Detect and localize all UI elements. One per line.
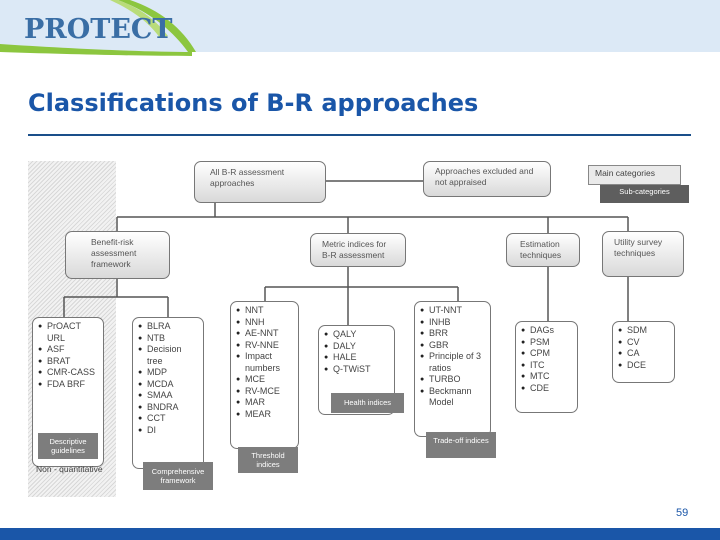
list-item: MCE (236, 374, 293, 386)
non-quantitative-label: Non - quantitative (36, 464, 103, 474)
excluded-box: Approaches excluded and not appraised (423, 161, 551, 197)
list-item: DI (138, 425, 198, 437)
header-band (0, 0, 720, 52)
list-item: MTC (521, 371, 572, 383)
connector-lines (63, 180, 629, 325)
list-item: CV (618, 337, 669, 349)
list-item: BRAT (38, 356, 98, 368)
list-item: Q-TWiST (324, 364, 389, 376)
list-item: INHB (420, 317, 485, 329)
root-label: All B-R assessment approaches (210, 167, 285, 188)
list-item: PSM (521, 337, 572, 349)
list-item: CPM (521, 348, 572, 360)
list-item: BNDRA (138, 402, 198, 414)
logo-text: PROTECT (24, 14, 173, 45)
list-item: NNH (236, 317, 293, 329)
list-item: ASF (38, 344, 98, 356)
comprehensive-list: BLRA NTB Decision tree MDP MCDA SMAA BND… (138, 321, 198, 436)
list-item: CA (618, 348, 669, 360)
category-utility-survey: Utility survey techniques (602, 231, 684, 277)
list-item: FDA BRF (38, 379, 98, 391)
category-label: Benefit-risk assessment framework (91, 237, 137, 269)
threshold-indices-tag: Threshold indices (238, 447, 298, 473)
list-item: AE-NNT (236, 328, 293, 340)
category-metric-indices: Metric indices for B-R assessment (310, 233, 406, 267)
category-benefit-risk-framework: Benefit-risk assessment framework (65, 231, 170, 279)
list-item: PrOACT URL (38, 321, 98, 344)
descriptive-guidelines-tag: Descriptive guidelines (38, 433, 98, 459)
list-item: DCE (618, 360, 669, 372)
list-item: CMR-CASS (38, 367, 98, 379)
list-item: SMAA (138, 390, 198, 402)
list-item: UT-NNT (420, 305, 485, 317)
list-item: CDE (521, 383, 572, 395)
list-item: Decision tree (138, 344, 198, 367)
list-item: HALE (324, 352, 389, 364)
category-label: Utility survey techniques (614, 237, 663, 258)
estimation-techniques-box: DAGs PSM CPM ITC MTC CDE (515, 321, 578, 413)
list-item: DALY (324, 341, 389, 353)
list-item: RV-MCE (236, 386, 293, 398)
comprehensive-framework-box: BLRA NTB Decision tree MDP MCDA SMAA BND… (132, 317, 204, 469)
health-indices-tag: Health indices (331, 393, 404, 413)
list-item: ITC (521, 360, 572, 372)
legend-sub-categories: Sub-categories (600, 185, 689, 203)
list-item: BLRA (138, 321, 198, 333)
estimation-list: DAGs PSM CPM ITC MTC CDE (521, 325, 572, 394)
category-estimation-techniques: Estimation techniques (506, 233, 580, 267)
threshold-indices-box: NNT NNH AE-NNT RV-NNE Impact numbers MCE… (230, 301, 299, 449)
root-box: All B-R assessment approaches (194, 161, 326, 203)
title-divider (28, 134, 691, 136)
list-item: NNT (236, 305, 293, 317)
excluded-label: Approaches excluded and not appraised (435, 166, 534, 187)
comprehensive-framework-tag: Comprehensive framework (143, 462, 213, 490)
list-item: QALY (324, 329, 389, 341)
classification-diagram: All B-R assessment approaches Approaches… (28, 157, 692, 499)
health-list: QALY DALY HALE Q-TWiST (324, 329, 389, 375)
logo-swoosh-icon (0, 0, 196, 56)
footer-bar (0, 528, 720, 540)
trade-off-indices-tag: Trade-off indices (426, 432, 496, 458)
list-item: MAR (236, 397, 293, 409)
tradeoff-list: UT-NNT INHB BRR GBR Principle of 3 ratio… (420, 305, 485, 409)
descriptive-list: PrOACT URL ASF BRAT CMR-CASS FDA BRF (38, 321, 98, 390)
list-item: TURBO (420, 374, 485, 386)
list-item: MDP (138, 367, 198, 379)
list-item: BRR (420, 328, 485, 340)
list-item: GBR (420, 340, 485, 352)
utility-list: SDM CV CA DCE (618, 325, 669, 371)
page-title: Classifications of B-R approaches (28, 89, 479, 117)
list-item: DAGs (521, 325, 572, 337)
list-item: MEAR (236, 409, 293, 421)
category-label: Estimation techniques (520, 239, 562, 260)
category-label: Metric indices for B-R assessment (322, 239, 387, 260)
list-item: Principle of 3 ratios (420, 351, 485, 374)
list-item: NTB (138, 333, 198, 345)
list-item: Impact numbers (236, 351, 293, 374)
list-item: CCT (138, 413, 198, 425)
list-item: MCDA (138, 379, 198, 391)
legend-main-categories: Main categories (588, 165, 681, 185)
list-item: RV-NNE (236, 340, 293, 352)
threshold-list: NNT NNH AE-NNT RV-NNE Impact numbers MCE… (236, 305, 293, 420)
trade-off-indices-box: UT-NNT INHB BRR GBR Principle of 3 ratio… (414, 301, 491, 437)
list-item: Beckmann Model (420, 386, 485, 409)
utility-survey-box: SDM CV CA DCE (612, 321, 675, 383)
page-number: 59 (676, 507, 689, 519)
list-item: SDM (618, 325, 669, 337)
